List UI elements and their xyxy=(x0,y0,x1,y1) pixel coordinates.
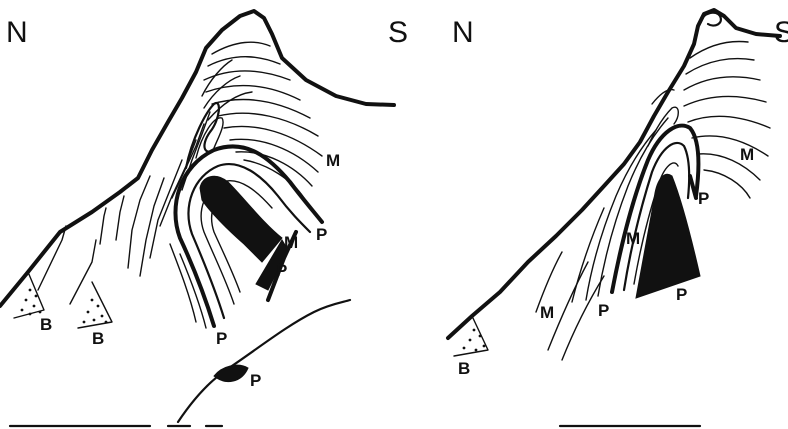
left-label-p-mid: P xyxy=(276,261,287,280)
left-label-b-2: B xyxy=(92,329,104,348)
left-label-m-lower: M xyxy=(284,233,298,252)
left-cross-section: N S xyxy=(0,11,408,426)
left-south-label: S xyxy=(388,16,408,49)
left-label-p-top: P xyxy=(316,225,327,244)
left-label-p-low: P xyxy=(216,329,227,348)
right-label-p-left: P xyxy=(598,301,609,320)
left-breccia-1 xyxy=(14,272,44,318)
right-label-b: B xyxy=(458,359,470,378)
left-base-black-lens xyxy=(214,365,248,381)
right-breccia xyxy=(454,316,488,356)
right-anticline xyxy=(536,90,700,360)
right-south-label: S xyxy=(774,16,788,49)
right-label-p-bottom: P xyxy=(676,285,687,304)
left-label-m-upper: M xyxy=(326,151,340,170)
right-label-m-upper: M xyxy=(740,145,754,164)
right-label-m-mid: M xyxy=(626,229,640,248)
left-breccia-2 xyxy=(78,282,112,328)
left-label-p-base: P xyxy=(250,371,261,390)
right-label-m-lower: M xyxy=(540,303,554,322)
right-cross-section: N S xyxy=(448,10,788,426)
left-north-label: N xyxy=(6,16,28,49)
right-north-label: N xyxy=(452,16,474,49)
left-flank-strata xyxy=(38,112,210,304)
left-summit-strata xyxy=(204,42,322,198)
right-label-p-top: P xyxy=(698,189,709,208)
left-label-b-1: B xyxy=(40,315,52,334)
